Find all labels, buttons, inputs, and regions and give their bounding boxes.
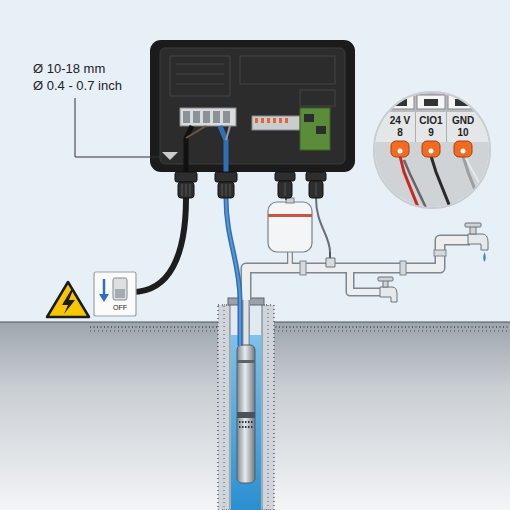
well-casing [230, 300, 262, 510]
drop-pipe [242, 300, 250, 346]
pin-number: 9 [428, 128, 434, 138]
drop-pipe [244, 300, 249, 346]
faucet [378, 277, 397, 302]
leader-line [75, 98, 163, 157]
pin-name: GND [452, 116, 474, 126]
pipe-fitting [434, 250, 446, 256]
pin-number: 10 [457, 128, 468, 138]
pin-name: CIO1 [419, 116, 442, 126]
terminal-zoom-callout [370, 90, 500, 212]
ground-texture [90, 331, 510, 332]
motor-cable-highlight [226, 198, 240, 346]
main-switch [94, 272, 136, 316]
submersible-pump [237, 345, 255, 483]
sensor-wire [316, 198, 330, 252]
power-cable [132, 198, 186, 292]
well-water [231, 335, 261, 510]
switch-state-label: OFF [113, 304, 127, 311]
pump-intake [239, 421, 253, 423]
background [0, 0, 510, 322]
gland-ribs [182, 183, 316, 196]
dimension-label: Ø 0.4 - 0.7 inch [33, 79, 122, 92]
cable-gland [175, 172, 326, 198]
dimension-label: Ø 10-18 mm [33, 62, 105, 75]
control-box [150, 40, 355, 172]
pump-intake [239, 426, 253, 428]
faucet [465, 223, 488, 262]
pipe-fitting [400, 261, 406, 275]
pin-name: 24 V [390, 116, 411, 126]
electrical-warning-sign [47, 282, 89, 317]
motor-cable [226, 198, 240, 346]
pipe-fitting [300, 261, 306, 275]
pump-band [237, 360, 255, 363]
ground [0, 322, 510, 510]
pressure-tank [268, 198, 312, 252]
pin-number: 8 [397, 128, 403, 138]
ground-texture [90, 326, 510, 328]
pump-band [237, 412, 255, 418]
